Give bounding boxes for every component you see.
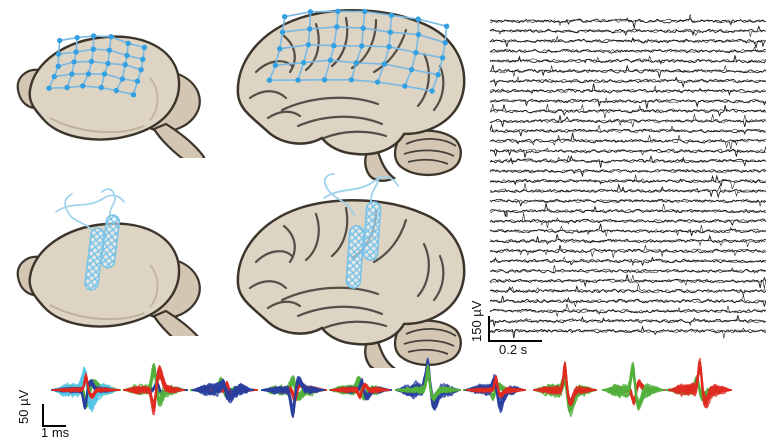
lfp-voltage-scale-label: 150 µV (469, 300, 484, 342)
spike-cluster (51, 366, 121, 413)
spike-cluster (190, 376, 258, 404)
spike-cluster (123, 362, 188, 416)
probe-wires (55, 188, 125, 233)
spike-cluster (602, 361, 665, 411)
spike-cluster (533, 361, 597, 418)
primate-brain-mesh-probe-panel (236, 173, 466, 368)
lfp-time-scale-label: 0.2 s (499, 342, 528, 357)
spike-cluster (395, 357, 461, 411)
rodent-brain-illustration (16, 35, 206, 158)
spike-cluster (261, 375, 327, 419)
mesh-probes (84, 214, 121, 291)
lfp-scale-bar (488, 316, 542, 342)
spike-scale-bar (42, 404, 66, 427)
rodent-brain-mesh-probe-panel (16, 188, 206, 336)
spike-time-scale-label: 1 ms (41, 425, 70, 440)
mesh-probe (100, 214, 121, 269)
ecog-grid-primate (266, 8, 450, 94)
spike-cluster (463, 374, 526, 413)
spike-voltage-scale-label: 50 µV (16, 389, 31, 424)
ecog-grid-rodent (46, 33, 148, 98)
primate-brain-illustration (236, 9, 466, 183)
spike-cluster (665, 357, 732, 409)
spike-cluster (329, 375, 392, 401)
lfp-traces-panel (489, 14, 767, 339)
mesh-probe (362, 201, 382, 261)
rodent-brain-surface-grid-panel (16, 33, 206, 158)
probe-wires (323, 173, 399, 217)
spike-waveforms-panel (51, 357, 732, 419)
mesh-probes (345, 201, 382, 289)
primate-brain-surface-grid-panel (236, 8, 466, 183)
mesh-probe (345, 225, 365, 289)
